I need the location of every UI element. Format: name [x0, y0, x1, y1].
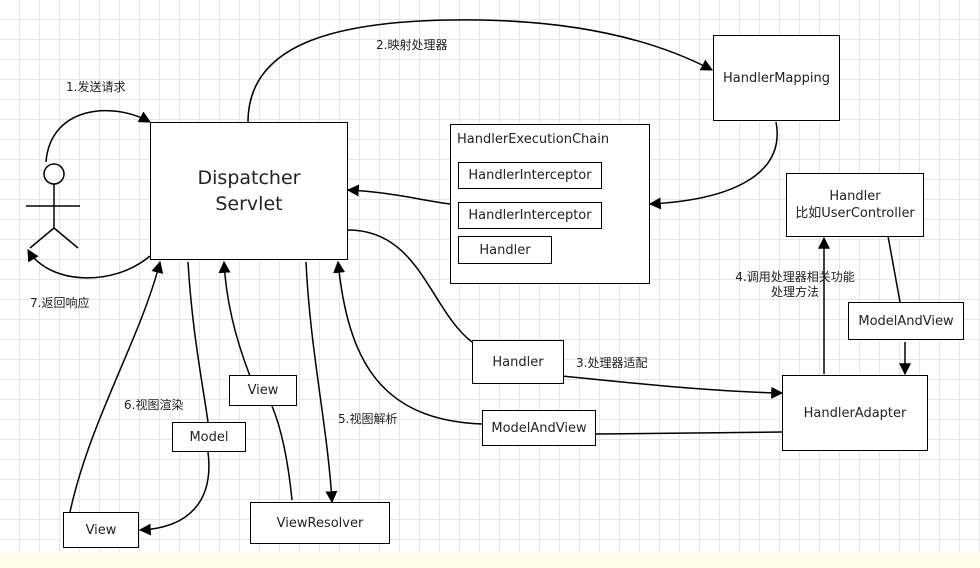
arrow-chain-to-dispatcher	[346, 184, 451, 205]
line-controller-to-mav	[887, 235, 901, 303]
line-dispatcher-to-model	[187, 261, 209, 423]
step4-line1: 4.调用处理器相关功能	[735, 270, 855, 284]
view-mid-box: View	[229, 375, 297, 406]
arrow-render-view	[69, 260, 164, 513]
arrow-mapping-to-chain	[648, 121, 778, 210]
view-bottom-label: View	[85, 522, 117, 538]
handler-mid-box: Handler	[472, 340, 564, 384]
user-figure	[26, 163, 80, 249]
view-resolver-label: ViewResolver	[276, 515, 364, 531]
interceptor-1-label: HandlerInterceptor	[468, 168, 592, 183]
handler-interceptor-box-1: HandlerInterceptor	[458, 162, 602, 189]
view-resolver-box: ViewResolver	[250, 502, 390, 544]
step6-label: 6.视图渲染	[124, 398, 184, 412]
model-and-view-right-box: ModelAndView	[848, 302, 964, 340]
handler-adapter-label: HandlerAdapter	[803, 405, 907, 421]
handler-mapping-label: HandlerMapping	[723, 70, 830, 86]
handler-interceptor-box-2: HandlerInterceptor	[458, 202, 602, 229]
arrow-handler-adapter	[561, 375, 784, 399]
controller-line1: Handler	[829, 189, 881, 204]
line-dispatcher-to-handler	[347, 229, 473, 343]
step2-label: 2.映射处理器	[376, 38, 448, 52]
chain-handler-label: Handler	[479, 242, 531, 258]
view-bottom-box: View	[63, 512, 139, 548]
arrow-view-resolve	[305, 261, 338, 504]
step7-label: 7.返回响应	[30, 296, 90, 310]
handler-mapping-box: HandlerMapping	[713, 35, 840, 121]
arrow-model-to-view	[138, 451, 210, 536]
step3-label: 3.处理器适配	[576, 356, 648, 370]
model-label: Model	[189, 429, 229, 445]
dispatcher-line2: Servlet	[215, 193, 283, 215]
dispatcher-servlet-box: Dispatcher Servlet	[150, 122, 348, 260]
interceptor-2-label: HandlerInterceptor	[468, 208, 592, 223]
model-box: Model	[172, 422, 246, 452]
bottom-band	[0, 552, 980, 568]
model-and-view-bottom-label: ModelAndView	[491, 420, 587, 436]
step1-label: 1.发送请求	[66, 80, 126, 94]
model-and-view-right-label: ModelAndView	[858, 313, 954, 329]
arrow-mav-to-dispatcher	[333, 260, 483, 425]
step4-line2: 处理方法	[770, 285, 819, 299]
handler-adapter-box: HandlerAdapter	[782, 375, 928, 451]
chain-title: HandlerExecutionChain	[457, 132, 610, 147]
controller-box: Handler 比如UserController	[786, 173, 924, 237]
arrow-return-response	[27, 248, 151, 279]
line-adapter-to-mav	[595, 431, 783, 435]
arrow-view-to-dispatcher	[218, 260, 251, 377]
chain-handler-box: Handler	[458, 236, 552, 264]
handler-mid-label: Handler	[492, 354, 544, 370]
step4-label: 4.调用处理器相关功能 处理方法	[720, 270, 870, 300]
arrow-send-request	[45, 109, 152, 163]
arrow-map-handler	[247, 19, 714, 123]
controller-line2: 比如UserController	[795, 206, 915, 221]
dispatcher-line1: Dispatcher	[197, 167, 301, 189]
step5-label: 5.视图解析	[338, 412, 398, 426]
view-mid-label: View	[247, 383, 279, 398]
line-resolver-to-view	[271, 405, 293, 501]
model-and-view-bottom-box: ModelAndView	[482, 410, 596, 446]
